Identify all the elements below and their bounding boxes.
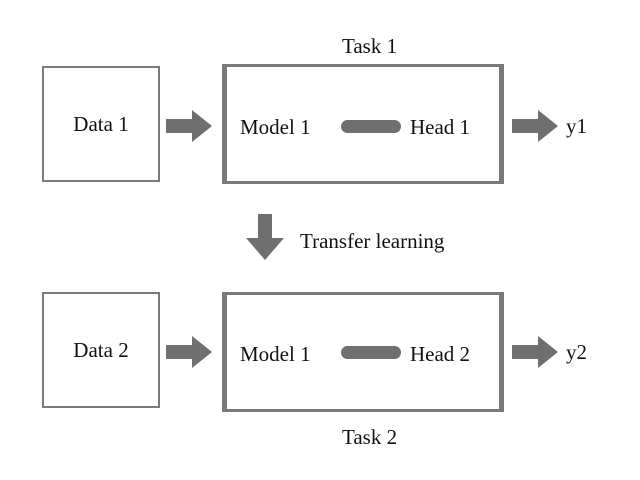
arrow-down-icon — [246, 214, 284, 260]
arrow-right-icon — [512, 110, 558, 142]
arrow-right-icon — [512, 336, 558, 368]
model-head-connector — [341, 346, 401, 359]
task1-model-label: Model 1 — [240, 115, 311, 139]
arrow-right-icon — [166, 336, 212, 368]
task2-head-label: Head 2 — [410, 342, 471, 366]
output-y2: y2 — [566, 340, 587, 364]
data1-box: Data 1 — [42, 66, 160, 182]
task2-title: Task 2 — [342, 425, 398, 449]
transfer-learning-label: Transfer learning — [300, 229, 445, 253]
task1-title: Task 1 — [342, 34, 398, 58]
output-y1: y1 — [566, 114, 587, 138]
task1-head-label: Head 1 — [410, 115, 471, 139]
model-head-connector — [341, 120, 401, 133]
task2-model-label: Model 1 — [240, 342, 311, 366]
data2-label: Data 2 — [73, 337, 129, 362]
arrow-right-icon — [166, 110, 212, 142]
data1-label: Data 1 — [73, 111, 129, 136]
data2-box: Data 2 — [42, 292, 160, 408]
